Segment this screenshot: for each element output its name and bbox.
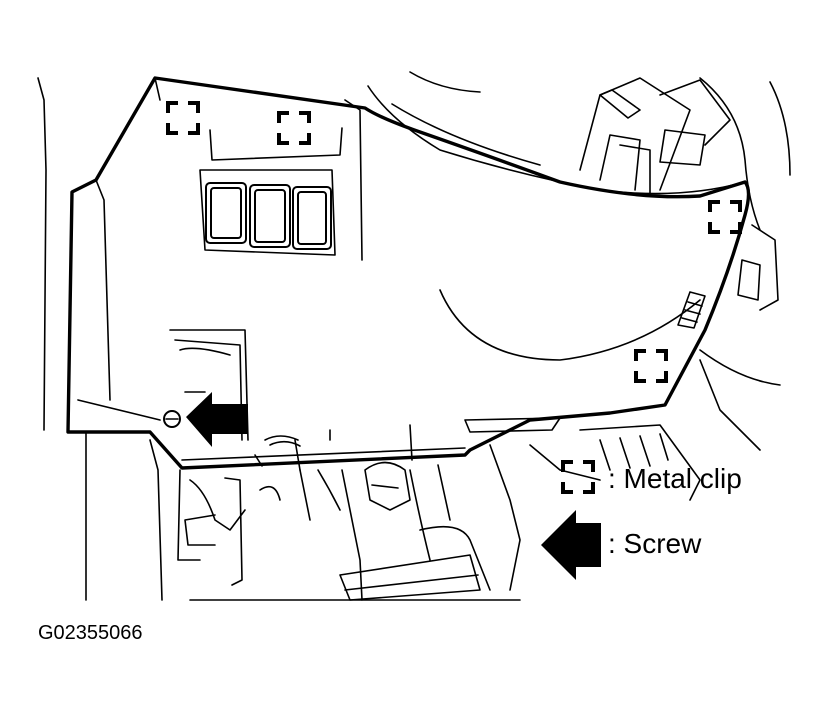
legend-screw-arrow-icon [541,510,601,580]
metal-clip-icon [634,349,668,383]
legend-screw-label: : Screw [608,528,702,559]
pedal-area-lines [85,431,521,601]
metal-clip-icon [277,111,311,145]
vent-grill [677,291,706,329]
switch-slots [205,182,332,250]
legend-metal-clip-icon [561,460,595,494]
metal-clip-markers [166,101,742,383]
screw-arrow-icon [186,392,248,447]
legend-metal-clip-label: : Metal clip [608,463,742,494]
lower-panel-outline [66,76,751,470]
metal-clip-icon [166,101,200,135]
screw-head [163,410,181,428]
figure-code: G02355066 [38,622,143,644]
panel-detail-lines [77,77,701,471]
metal-clip-icon [708,200,742,234]
dashboard-background-lines [37,71,791,501]
